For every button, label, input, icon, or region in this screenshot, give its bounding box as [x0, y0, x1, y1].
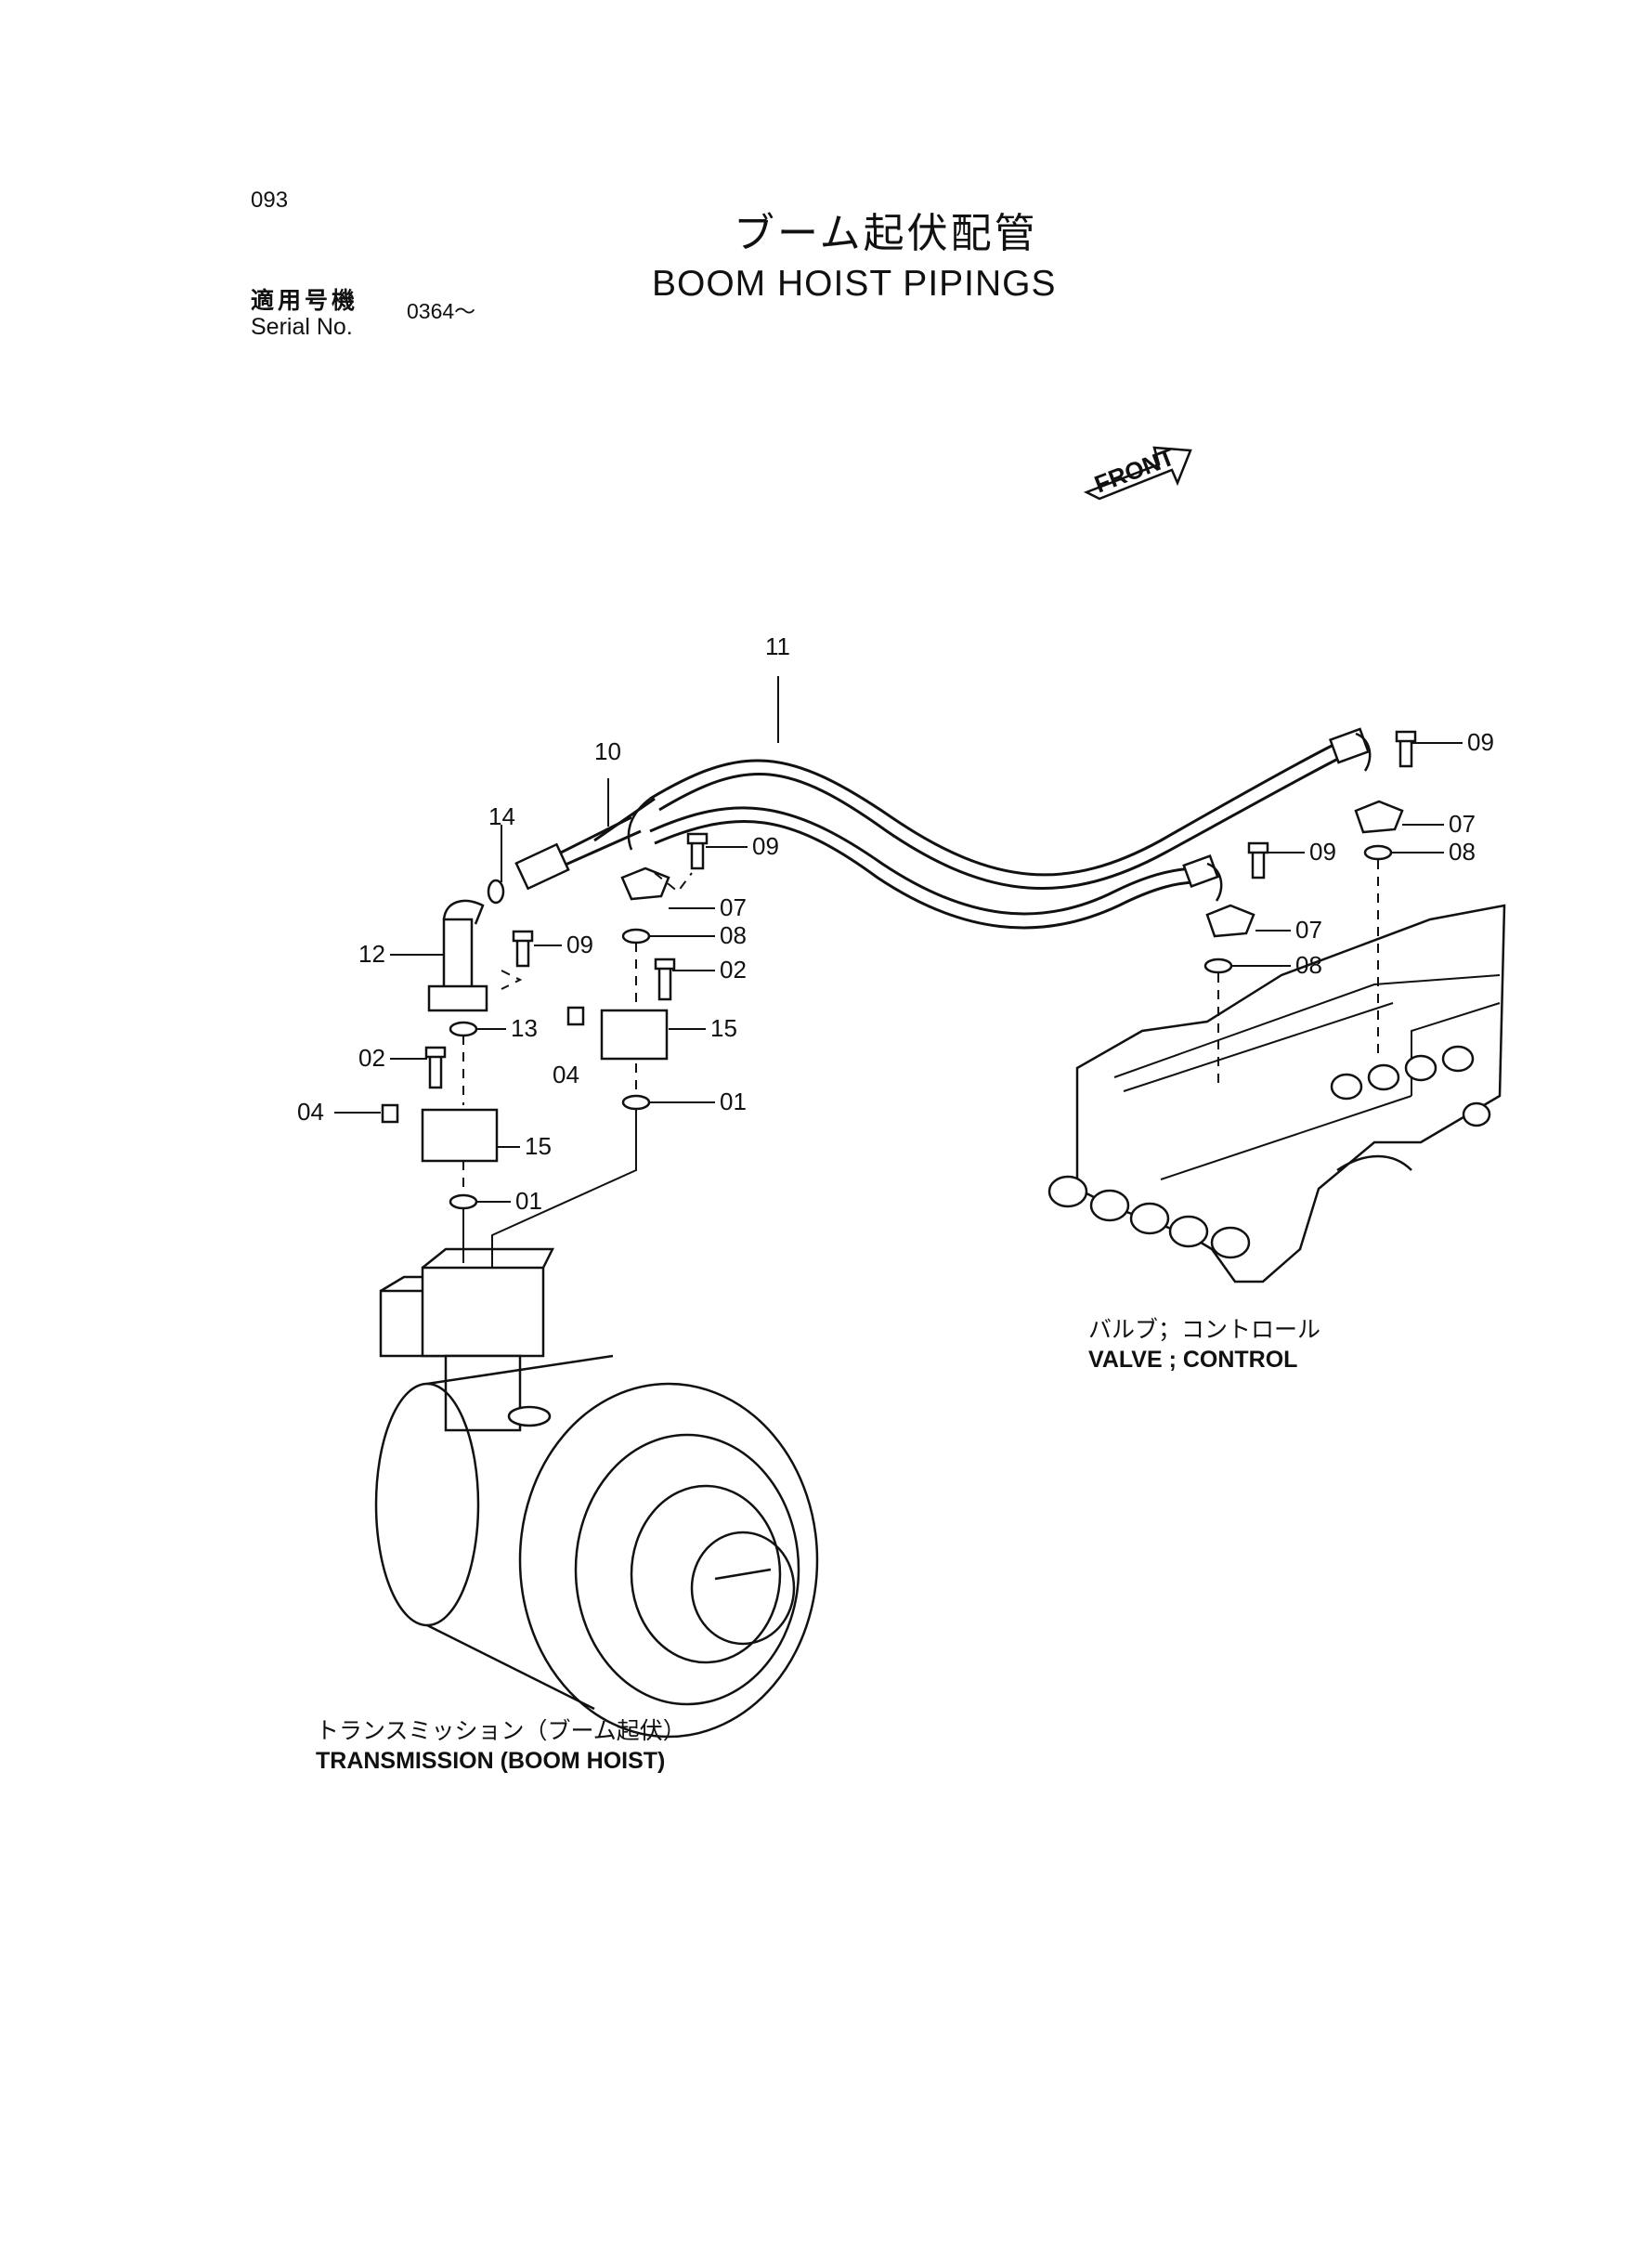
callout-08: 08	[1295, 951, 1322, 979]
callout-09: 09	[752, 832, 779, 860]
callout-02: 02	[358, 1044, 385, 1072]
elbow-fitting-left	[627, 798, 651, 851]
flange-07-right-lower	[1205, 904, 1255, 938]
flange-07-right-upper	[1354, 800, 1404, 834]
bolt-09-c	[1247, 841, 1269, 879]
o-ring-01-left	[449, 1193, 478, 1210]
callout-14: 14	[488, 802, 515, 830]
callout-09: 09	[1467, 728, 1494, 756]
hose-assembly	[514, 727, 1371, 930]
o-ring-14	[487, 879, 505, 905]
callout-12: 12	[358, 940, 385, 968]
callout-09: 09	[566, 931, 593, 958]
elbow-fitting-right-upper	[1355, 732, 1372, 772]
callout-02: 02	[720, 956, 747, 984]
control-valve-assembly	[1047, 904, 1506, 1283]
callout-13: 13	[511, 1014, 538, 1042]
callout-04: 04	[553, 1061, 579, 1088]
elbow-fitting-right-lower	[1206, 862, 1223, 902]
bolt-09-d	[1395, 730, 1417, 768]
transmission-assembly	[374, 1247, 819, 1739]
o-ring-13	[449, 1021, 478, 1037]
callout-08: 08	[720, 921, 747, 949]
page-number: 093	[251, 188, 289, 213]
o-ring-08-right-lower	[1203, 958, 1233, 974]
callout-11: 11	[765, 632, 790, 660]
callout-15: 15	[710, 1014, 737, 1042]
flange-07-left	[620, 866, 670, 901]
callout-09: 09	[1309, 838, 1336, 866]
valve-label: VALVE ; CONTROL	[1088, 1347, 1298, 1373]
serial-label-japanese: 適用号機	[251, 288, 359, 314]
plug-04-right	[566, 1006, 585, 1026]
valve-label-japanese: バルブ；コントロール	[1088, 1317, 1321, 1343]
callout-01: 01	[515, 1187, 542, 1215]
bolt-09-a	[686, 832, 709, 870]
transmission-label-japanese: トランスミッション（ブーム起伏）	[316, 1718, 686, 1744]
callout-01: 01	[720, 1088, 747, 1115]
o-ring-01-right	[621, 1094, 651, 1111]
plug-04-left	[381, 1103, 399, 1124]
transmission-label: TRANSMISSION (BOOM HOIST)	[316, 1748, 666, 1774]
o-ring-08-left	[621, 928, 651, 945]
block-15-left	[421, 1108, 499, 1163]
callout-08: 08	[1449, 838, 1476, 866]
front-arrow-label: FRONT	[1090, 442, 1177, 498]
elbow-pipe-12	[427, 899, 488, 1012]
callout-15: 15	[525, 1132, 552, 1160]
page-title-japanese: ブーム起伏配管	[734, 211, 1038, 256]
callout-04: 04	[297, 1098, 324, 1126]
page-title: BOOM HOIST PIPINGS	[652, 264, 1057, 304]
serial-value: 0364～	[407, 299, 476, 323]
callout-10: 10	[594, 737, 621, 765]
block-15-right	[600, 1009, 669, 1061]
bolt-09-b	[512, 930, 534, 968]
front-arrow-icon: FRONT	[1083, 442, 1192, 501]
bolt-02-right	[654, 958, 676, 1001]
bolt-02-left	[424, 1046, 447, 1089]
serial-label: Serial No.	[251, 314, 353, 340]
o-ring-08-right-upper	[1363, 844, 1393, 861]
callout-07: 07	[720, 893, 747, 921]
callout-07: 07	[1295, 916, 1322, 944]
callout-07: 07	[1449, 810, 1476, 838]
